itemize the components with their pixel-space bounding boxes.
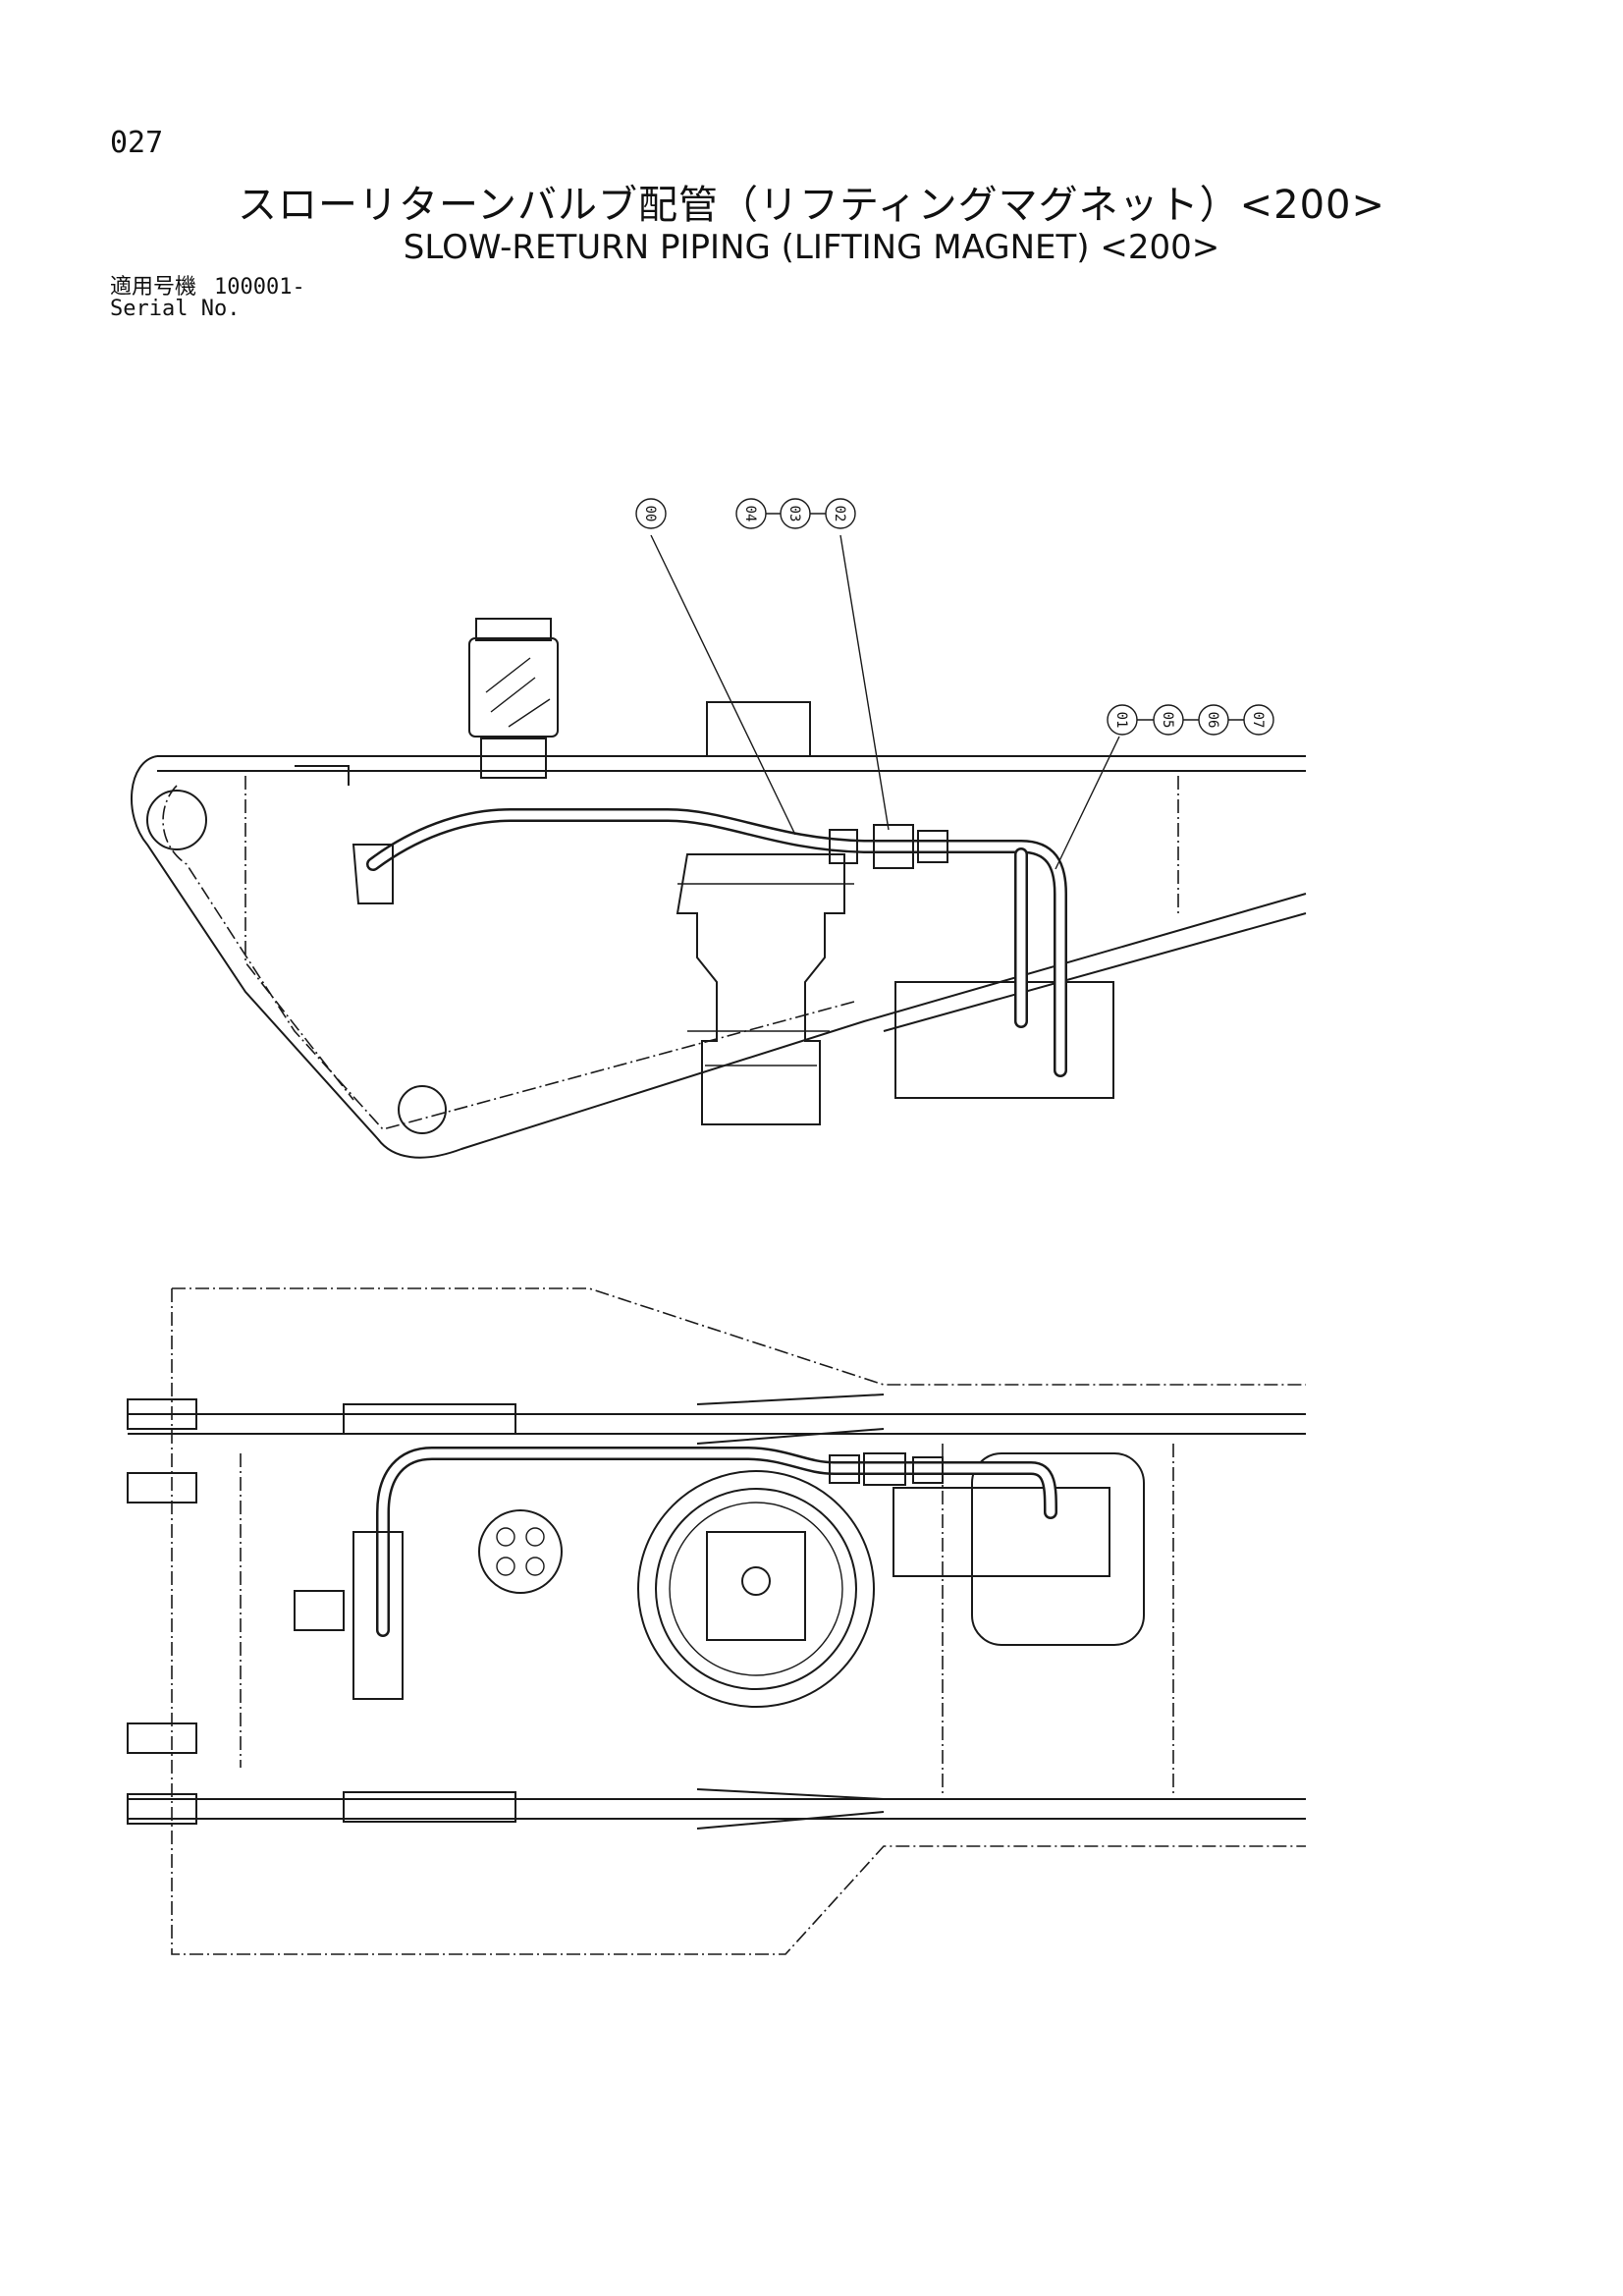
travel-motor-detail: [677, 883, 854, 1066]
plan-small-plate: [294, 1590, 345, 1631]
callout-04: 04: [742, 506, 758, 522]
plan-side-rails: [128, 1394, 1306, 1830]
callout-05: 05: [1160, 712, 1175, 729]
center-joint: [478, 1509, 563, 1594]
pivot-hole-rear: [398, 1085, 447, 1134]
plan-view: [127, 1287, 1306, 1955]
diagram-title-jp: スローリターンバルブ配管（リフティングマグネット）<200>: [238, 183, 1385, 228]
callout-06: 06: [1205, 712, 1220, 729]
bracket-d: [127, 1793, 197, 1825]
valve-body: [468, 637, 559, 738]
rail-plate-top: [343, 1403, 516, 1435]
valve-base: [480, 738, 547, 779]
diagram-title-en: SLOW-RETURN PIPING (LIFTING MAGNET) <200…: [403, 228, 1220, 267]
plan-fitting-a: [829, 1454, 860, 1484]
travel-motor: [676, 853, 845, 1125]
plan-fitting-c: [912, 1456, 944, 1484]
pivot-hole-front: [146, 790, 207, 850]
plan-magnet-box: [893, 1487, 1110, 1577]
plan-frame-outline: [171, 1287, 1306, 1955]
bracket-a: [127, 1398, 197, 1430]
bracket-c: [127, 1722, 197, 1754]
bracket-b: [127, 1472, 197, 1503]
side-view: [131, 534, 1307, 1159]
frame-hidden-lines: [162, 776, 1179, 1130]
swing-motor-block: [706, 1531, 806, 1641]
callout-bubble: [635, 498, 667, 529]
leader-00: [650, 534, 796, 836]
serial-label-jp: 適用号機: [110, 275, 197, 300]
rail-plate-bottom: [343, 1791, 516, 1823]
swing-bearing: [637, 1470, 875, 1708]
callout-02: 02: [832, 506, 847, 522]
serial-info: 適用号機 100001- Serial No.: [110, 277, 305, 320]
magnet-box: [894, 981, 1114, 1099]
callout-00: 00: [642, 506, 658, 522]
valve-detail: [485, 657, 551, 728]
plan-left-bracket: [352, 1531, 404, 1700]
fitting-04: [917, 830, 948, 863]
callouts-right: 01 05 06 07: [1107, 704, 1274, 736]
fitting-02: [829, 829, 858, 864]
plan-slow-return-pipe: [376, 1447, 1057, 1637]
page-number: 027: [110, 126, 164, 160]
center-block: [706, 701, 811, 757]
callouts-top-left: 00: [635, 498, 667, 529]
callout-07: 07: [1250, 712, 1266, 729]
plan-fitting-b: [863, 1452, 906, 1486]
plan-box-outline: [971, 1452, 1145, 1646]
leader-02: [839, 534, 890, 831]
callouts-top-middle: 04 03 02: [735, 498, 856, 529]
serial-value: 100001-: [214, 275, 305, 300]
left-bracket: [295, 765, 394, 904]
valve-cap: [475, 618, 552, 641]
fitting-03: [873, 824, 914, 869]
leader-01: [1055, 736, 1120, 870]
callout-01: 01: [1113, 712, 1129, 729]
serial-label-en: Serial No.: [110, 297, 241, 321]
callout-03: 03: [786, 506, 802, 522]
